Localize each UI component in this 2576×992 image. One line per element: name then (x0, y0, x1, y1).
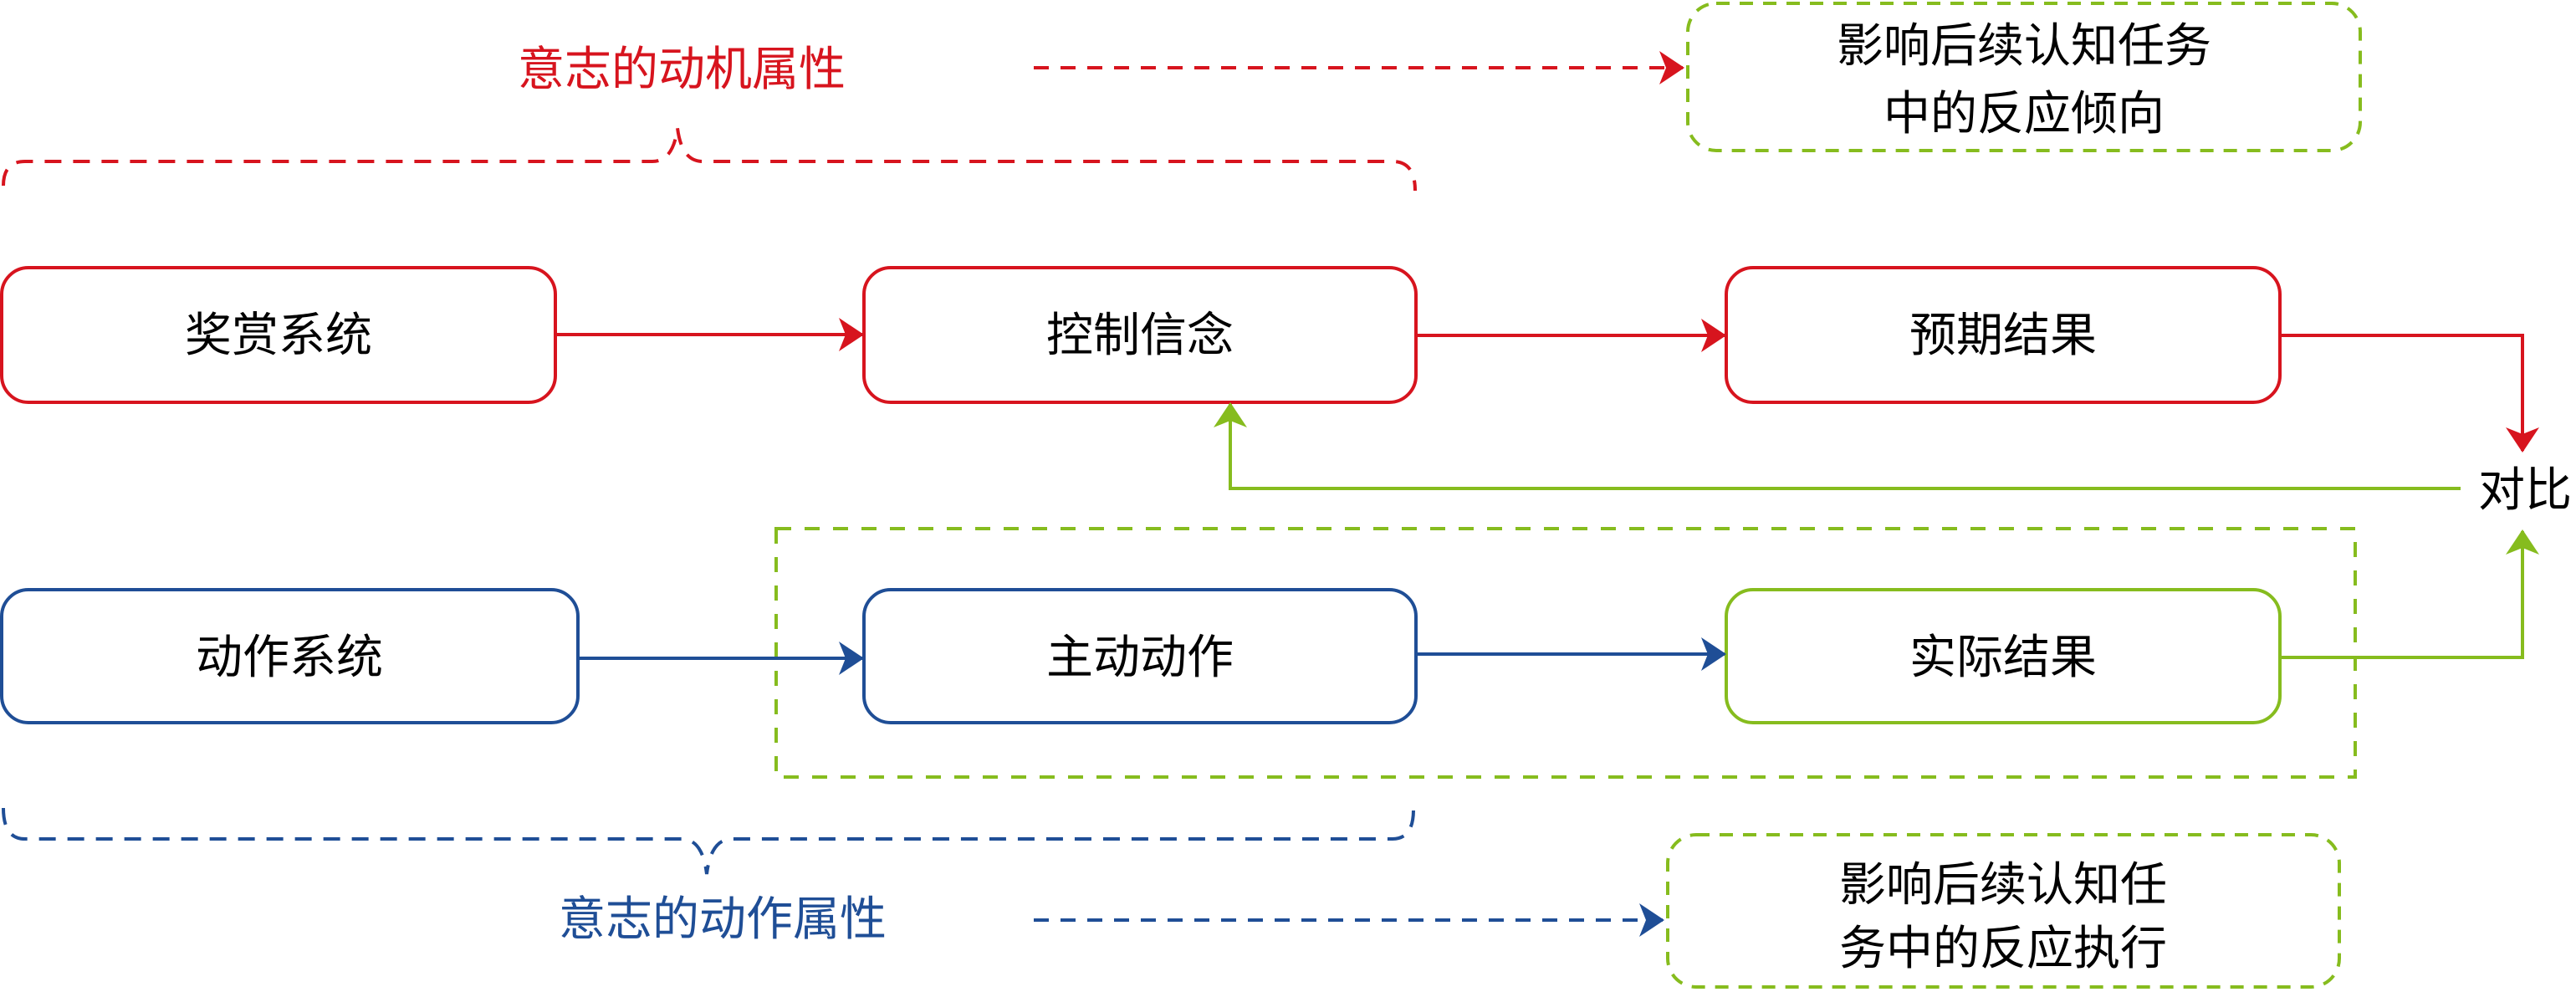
response-execution-line-2: 务中的反应执行 (1839, 922, 2167, 976)
comparison-label: 对比 (2478, 463, 2572, 518)
response-tendency-line-1: 影响后续认知任务 (1837, 19, 2211, 74)
response-execution-box (1666, 833, 2341, 989)
action-system-label: 动作系统 (196, 631, 383, 685)
control-belief-label: 控制信念 (1046, 309, 1234, 363)
response-tendency-line-2: 中的反应倾向 (1883, 87, 2165, 141)
action-brace (2, 807, 1415, 875)
response-tendency-box (1686, 2, 2362, 152)
motivational-brace (2, 127, 1417, 192)
motivational-attribute-label: 意志的动机属性 (518, 43, 846, 97)
expected-to-comparison-arrow (2280, 334, 2539, 453)
active-action-box (862, 588, 1418, 724)
comparison-to-belief-arrow (1214, 402, 2461, 490)
actual-to-comparison-arrow (2280, 529, 2539, 659)
active-action-label: 主动动作 (1046, 631, 1234, 685)
response-execution-line-1: 影响后续认知任 (1839, 858, 2167, 913)
action-attribute-label: 意志的动作属性 (559, 892, 887, 947)
actual-result-label: 实际结果 (1909, 631, 2097, 685)
action-outcome-group (774, 527, 2357, 779)
expected-result-label: 预期结果 (1909, 309, 2097, 363)
action-system-box (0, 588, 580, 724)
reward-system-label: 奖赏系统 (185, 309, 372, 363)
